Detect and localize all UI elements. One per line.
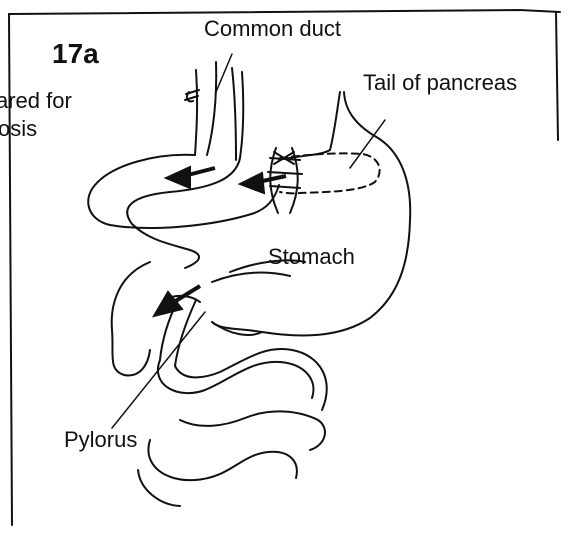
frame-right-line (556, 12, 558, 140)
duct-leader-line (216, 54, 232, 92)
duct-flow-arrow-head (166, 167, 190, 188)
stomach-label: Stomach (268, 246, 355, 268)
pancreas-flow-arrow-head (240, 173, 264, 193)
duodenum-outer (112, 262, 150, 375)
intestine-loop-6 (138, 470, 180, 506)
tail-of-pancreas-label: Tail of pancreas (363, 72, 517, 94)
stomach-outer-contour (88, 92, 410, 335)
common-duct-left-wall (195, 70, 197, 155)
prepared-label-line2: osis (0, 118, 37, 140)
figure-number: 17a (52, 40, 99, 68)
duct-right-wall-inner (232, 68, 236, 160)
intestine-loop-1 (158, 360, 314, 398)
intestine-loop-2 (175, 349, 327, 410)
pancreas-leader-line (350, 120, 385, 168)
common-duct-right-wall (207, 62, 216, 155)
prepared-label-line1: ared for (0, 90, 72, 112)
common-duct-label: Common duct (204, 18, 341, 40)
intestine-loop-5 (180, 411, 325, 450)
frame-top-line (9, 10, 560, 14)
pylorus-label: Pylorus (64, 429, 137, 451)
duct-right-wall-outer (240, 72, 243, 158)
intestine-loop-4 (148, 440, 296, 480)
stomach-inner-fold-2 (212, 273, 290, 282)
